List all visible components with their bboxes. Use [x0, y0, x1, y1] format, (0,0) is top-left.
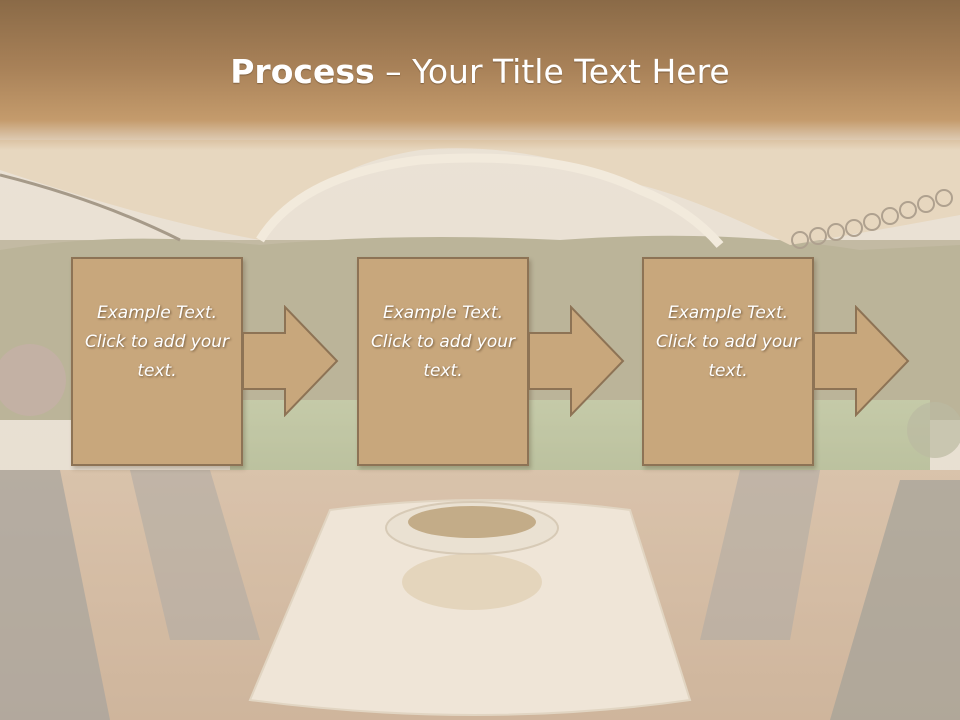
slide-title[interactable]: Process – Your Title Text Here: [0, 52, 960, 91]
step-3-arrow: [814, 305, 910, 417]
title-bold-part: Process: [230, 52, 375, 91]
step-2-text: Example Text. Click to add your text.: [370, 303, 515, 381]
title-band: [0, 0, 960, 150]
step-2-arrow: [529, 305, 625, 417]
process-step-3[interactable]: Example Text. Click to add your text.: [642, 257, 814, 466]
step-3-text: Example Text. Click to add your text.: [655, 303, 800, 381]
process-step-1[interactable]: Example Text. Click to add your text.: [71, 257, 243, 466]
process-step-2[interactable]: Example Text. Click to add your text.: [357, 257, 529, 466]
step-1-text: Example Text. Click to add your text.: [84, 303, 229, 381]
title-rest-part: – Your Title Text Here: [374, 52, 730, 91]
step-1-arrow: [243, 305, 339, 417]
